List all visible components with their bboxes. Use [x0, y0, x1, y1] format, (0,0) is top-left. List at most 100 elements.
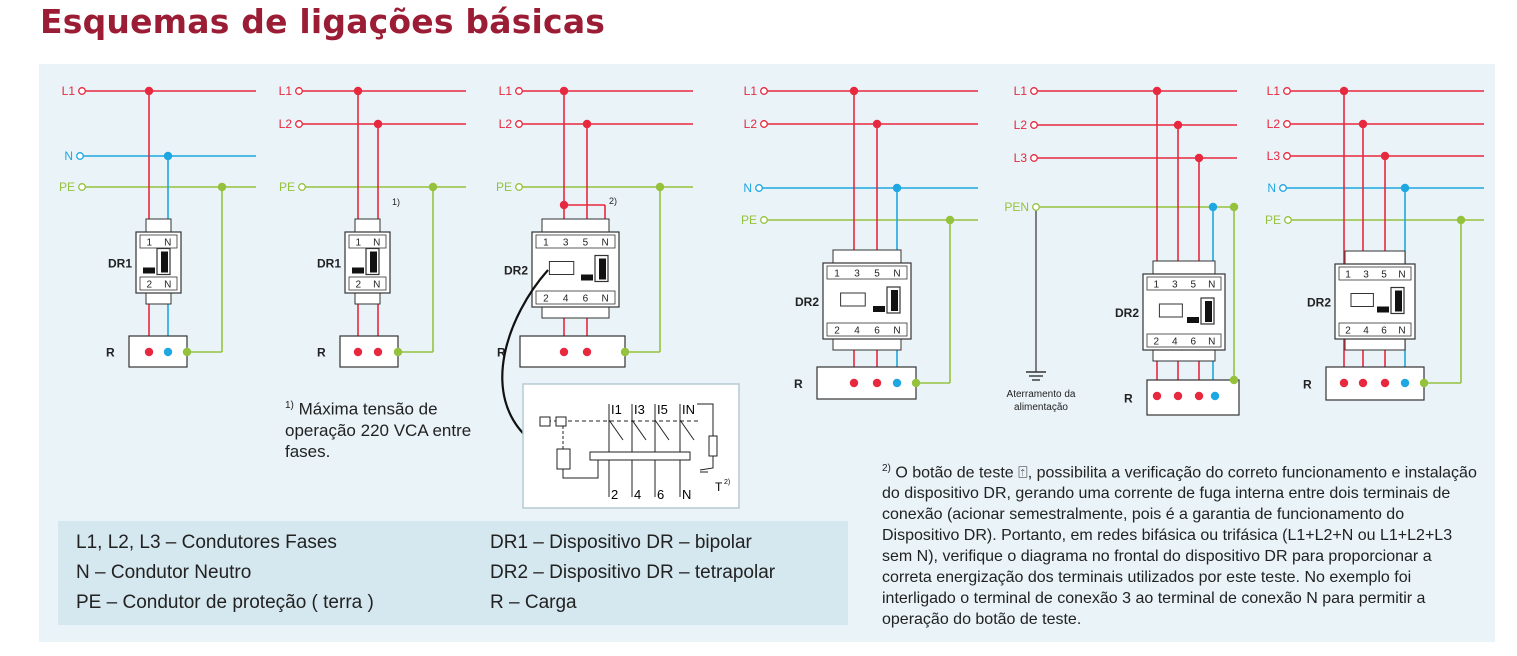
terminal-label: 5 — [1381, 270, 1387, 281]
detail-arrow — [501, 269, 549, 442]
terminal-label: N — [164, 238, 171, 249]
terminal-circle — [760, 87, 768, 95]
detail-switch-contact — [631, 419, 647, 441]
junction-dot — [353, 347, 363, 357]
detail-frame — [522, 383, 740, 509]
terminal-label: 4 — [854, 326, 860, 337]
test-window — [1350, 293, 1374, 307]
terminal-circle — [1283, 152, 1291, 160]
junction-dot — [373, 119, 383, 129]
conductor-label-l2: L2 — [1014, 118, 1028, 132]
device-label: DR1 — [317, 257, 341, 271]
terminal-circle — [1030, 121, 1038, 129]
terminal-label: 1 — [543, 238, 549, 249]
junction-dot — [559, 200, 569, 210]
conductor-label-n: N — [1267, 181, 1276, 195]
terminal-label: 1 — [146, 238, 152, 249]
conductor-label-pen: PEN — [1004, 200, 1029, 214]
lever — [161, 251, 168, 273]
junction-dot — [1229, 202, 1239, 212]
detail-test-wire — [697, 403, 714, 436]
detail-test-switch — [699, 456, 714, 471]
junction-dot — [582, 347, 592, 357]
dr-bottom-terminal-strip — [1146, 333, 1222, 348]
dr-top-terminal-strip — [1146, 276, 1222, 291]
load-label: R — [1303, 378, 1312, 392]
dr-top-cap — [354, 218, 381, 233]
device-label: DR2 — [795, 295, 819, 309]
dr-bottom-terminal-strip — [1338, 322, 1412, 337]
terminal-label: 3 — [854, 269, 860, 280]
conductor-label-l3: L3 — [1267, 149, 1281, 163]
junction-dot — [163, 151, 173, 161]
load-box — [519, 335, 626, 368]
junction-dot — [1419, 378, 1429, 388]
conductor-label-l1: L1 — [499, 84, 513, 98]
load-label: R — [317, 346, 326, 360]
junction-dot — [1380, 151, 1390, 161]
terminal-label: 1 — [1153, 280, 1159, 291]
terminal-circle — [1283, 120, 1291, 128]
junction-dot — [144, 347, 154, 357]
detail-switch-contact — [679, 419, 695, 441]
detail-terminal-label: I1 — [611, 402, 622, 417]
detail-test-marker: 2) — [724, 479, 730, 486]
junction-dot — [1456, 215, 1466, 225]
test-window — [548, 261, 575, 275]
terminal-circle — [78, 183, 86, 191]
junction-dot — [872, 378, 882, 388]
terminal-label: N — [1398, 326, 1405, 337]
footnote-1-marker: 1) — [392, 197, 400, 207]
terminal-label: 1 — [834, 269, 840, 280]
dr-bottom-terminal-strip — [535, 290, 616, 305]
junction-dot — [428, 182, 438, 192]
conductor-label-l1: L1 — [744, 84, 758, 98]
junction-dot — [1173, 391, 1183, 401]
grounding-label: Aterramento da — [1007, 389, 1076, 400]
detail-release-symbol — [555, 416, 567, 427]
dr-bottom-cap — [1344, 338, 1406, 351]
legend-phases: L1, L2, L3 – Condutores Fases — [76, 532, 337, 553]
terminal-label: 3 — [563, 238, 569, 249]
terminal-circle — [295, 87, 303, 95]
terminal-label: N — [1208, 337, 1215, 348]
junction-dot — [1152, 86, 1162, 96]
conductor-label-l2: L2 — [1267, 117, 1281, 131]
footnote-2: 2) O botão de teste ⍐, possibilita a ver… — [882, 458, 1482, 630]
terminal-label: 5 — [1190, 280, 1196, 291]
dr-top-cap — [832, 249, 902, 264]
junction-dot — [1210, 391, 1220, 401]
junction-dot — [1194, 391, 1204, 401]
dr-bottom-cap — [832, 338, 902, 351]
dr-top-cap — [1152, 260, 1216, 275]
terminal-label: 2 — [1345, 326, 1351, 337]
terminal-circle — [1030, 154, 1038, 162]
terminal-label: 2 — [146, 280, 152, 291]
terminal-label: 4 — [563, 294, 569, 305]
conductor-label-l1: L1 — [1267, 84, 1281, 98]
junction-dot — [911, 378, 921, 388]
terminal-circle — [1283, 87, 1291, 95]
conductor-label-l2: L2 — [744, 117, 758, 131]
terminal-label: 5 — [874, 269, 880, 280]
junction-dot — [144, 86, 154, 96]
dr-bottom-terminal-strip — [826, 322, 908, 337]
junction-dot — [1208, 202, 1218, 212]
test-button — [873, 306, 885, 312]
detail-switch-contact — [654, 419, 670, 441]
terminal-circle — [760, 216, 768, 224]
terminal-label: N — [893, 326, 900, 337]
junction-dot — [1400, 378, 1410, 388]
junction-dot — [217, 182, 227, 192]
device-label: DR2 — [1307, 296, 1331, 310]
detail-trip-relay — [556, 448, 571, 470]
detail-terminal-label: I5 — [657, 402, 668, 417]
load-box — [1146, 379, 1240, 416]
page-title: Esquemas de ligações básicas — [40, 2, 606, 41]
legend-load: R – Carga — [490, 592, 577, 613]
junction-dot — [849, 378, 859, 388]
conductor-label-l2: L2 — [499, 117, 513, 131]
junction-dot — [182, 347, 192, 357]
terminal-label: 4 — [1172, 337, 1178, 348]
test-button — [581, 274, 593, 281]
